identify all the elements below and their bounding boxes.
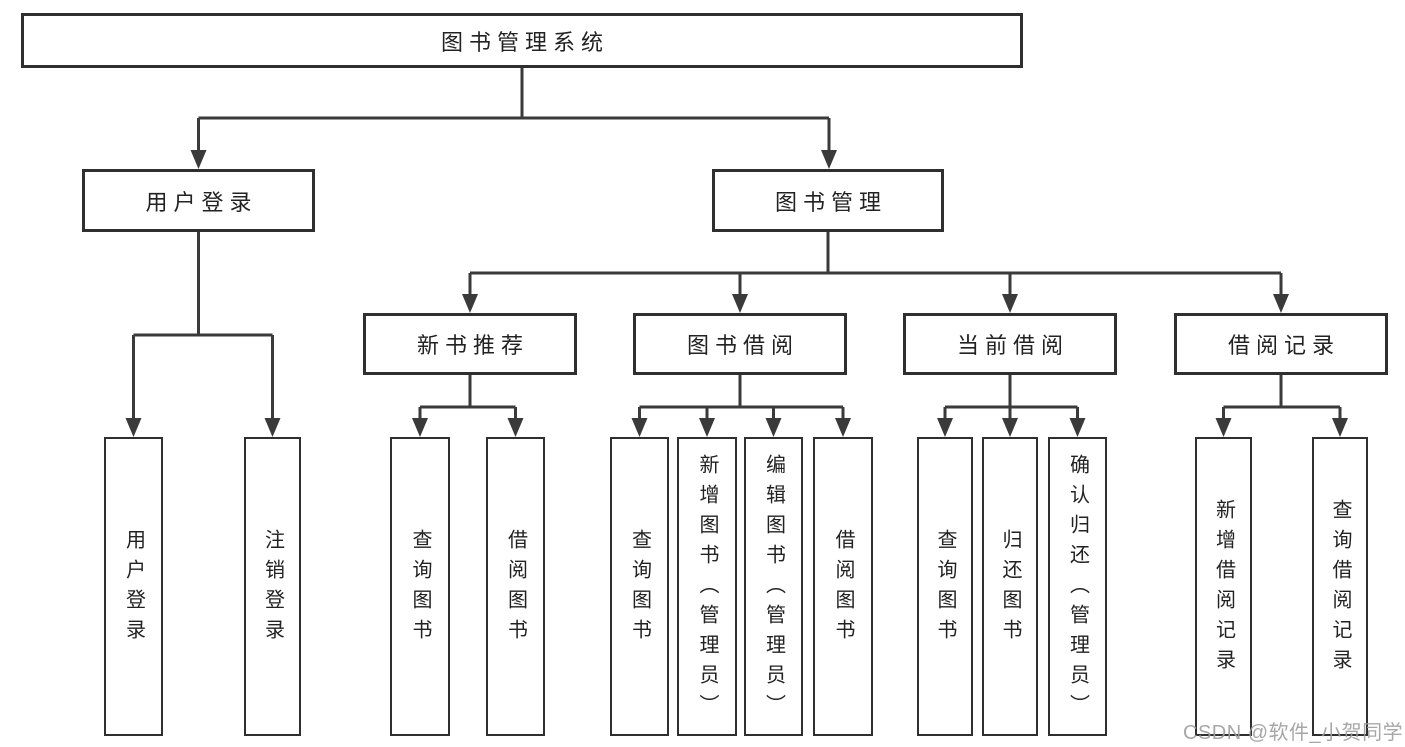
leaf-return-books: 归还图书 bbox=[982, 437, 1038, 736]
node-book-borrow: 图书借阅 bbox=[633, 313, 847, 375]
leaf-user-login: 用户登录 bbox=[104, 437, 163, 736]
leaf-query-borrow-record: 查询借阅记录 bbox=[1312, 437, 1368, 736]
leaf-query-books-recommend: 查询图书 bbox=[390, 437, 450, 736]
node-current-borrow: 当前借阅 bbox=[903, 313, 1117, 375]
leaf-edit-books-admin: 编辑图书（管理员） bbox=[744, 437, 803, 736]
node-new-book-recommend: 新书推荐 bbox=[363, 313, 577, 375]
arrowheads bbox=[125, 150, 1348, 437]
leaf-query-books-current: 查询图书 bbox=[917, 437, 973, 736]
leaf-add-borrow-record: 新增借阅记录 bbox=[1195, 437, 1252, 736]
leaf-add-books-admin: 新增图书（管理员） bbox=[677, 437, 737, 736]
leaf-query-books-borrow: 查询图书 bbox=[610, 437, 669, 736]
leaf-confirm-return-admin: 确认归还（管理员） bbox=[1048, 437, 1107, 736]
leaf-borrow-books: 借阅图书 bbox=[813, 437, 873, 736]
node-book-management: 图书管理 bbox=[712, 169, 944, 232]
node-system-root: 图书管理系统 bbox=[21, 13, 1023, 68]
node-user-login: 用户登录 bbox=[82, 169, 315, 232]
leaf-borrow-books-recommend: 借阅图书 bbox=[486, 437, 545, 736]
node-borrow-records: 借阅记录 bbox=[1174, 313, 1388, 375]
csdn-watermark: CSDN @软件_小贺同学 bbox=[1183, 722, 1404, 744]
leaf-logout: 注销登录 bbox=[244, 437, 301, 736]
